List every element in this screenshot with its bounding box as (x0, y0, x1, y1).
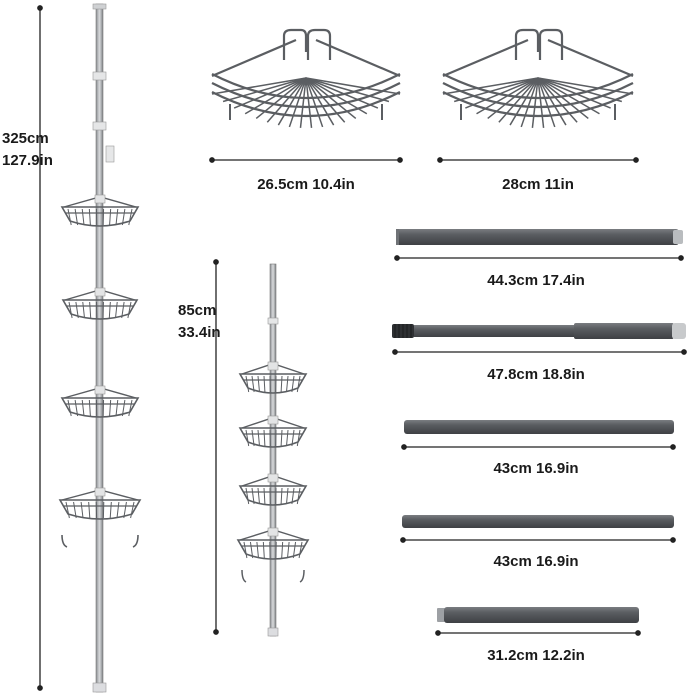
short-height-dimension-line (213, 259, 219, 635)
pole-5-dimension-line (435, 630, 641, 636)
short-caddy-illustration (236, 263, 310, 637)
pole-4-length-label: 43cm 16.9in (493, 553, 579, 570)
pole-3 (404, 420, 674, 434)
pole-4-dimension-line (400, 537, 676, 543)
short-caddy-basket-4 (236, 527, 310, 560)
corner-basket-right (442, 28, 634, 128)
basket-1-width-label: 26.5cm 10.4in (257, 176, 355, 193)
basket-2-width-label: 28cm 11in (502, 176, 574, 193)
tall-height-in: 127.9in (2, 152, 53, 169)
short-caddy-basket-3 (238, 473, 308, 506)
tall-caddy-hooks (61, 534, 139, 548)
pole-3-dimension-line (401, 444, 676, 450)
tall-caddy-illustration (58, 3, 142, 693)
pole-1 (396, 229, 683, 245)
short-caddy-hooks (241, 569, 305, 583)
pole-3-length-label: 43cm 16.9in (493, 460, 579, 477)
tall-height-label: 325cm 127.9in (2, 128, 82, 172)
pole-5-length-label: 31.2cm 12.2in (487, 647, 585, 664)
tall-caddy-basket-4 (58, 487, 142, 520)
pole-1-dimension-line (394, 255, 684, 261)
short-caddy-basket-1 (238, 361, 308, 394)
basket-1-width-line (209, 157, 403, 163)
pole-2 (392, 323, 686, 339)
short-height-label: 85cm 33.4in (178, 300, 258, 344)
tall-height-dimension-line (37, 5, 43, 691)
short-caddy-basket-2 (238, 415, 308, 448)
basket-2-width-line (437, 157, 639, 163)
short-height-in: 33.4in (178, 324, 221, 341)
short-height-cm: 85cm (178, 302, 217, 319)
pole-4 (402, 515, 674, 528)
pole-2-length-label: 47.8cm 18.8in (487, 366, 585, 383)
tall-height-cm: 325cm (2, 130, 49, 147)
tall-caddy-basket-3 (60, 385, 140, 418)
tall-caddy-basket-1 (60, 194, 140, 227)
pole-1-length-label: 44.3cm 17.4in (487, 272, 585, 289)
pole-5 (437, 607, 639, 623)
tall-caddy-basket-2 (61, 287, 139, 320)
pole-2-dimension-line (392, 349, 687, 355)
corner-basket-left (211, 28, 401, 128)
